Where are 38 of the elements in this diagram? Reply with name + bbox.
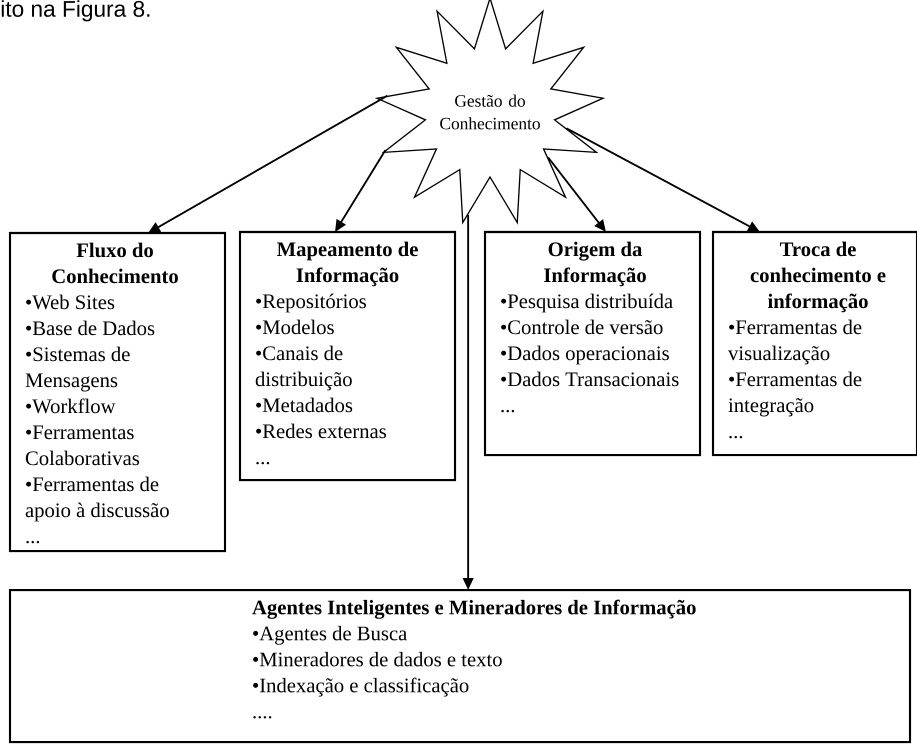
list-item: •Dados operacionais [501, 346, 669, 364]
box-heading: Agentes Inteligentes e Mineradores de Informação [252, 600, 696, 619]
list-item: •Ferramentas Colaborativas [26, 425, 140, 466]
list-item: •Workflow [26, 398, 116, 414]
list-item: •Sistemas de Mensagens [26, 346, 130, 392]
list-item: •Indexação e classificação [253, 678, 468, 697]
list-item: •Mineradores de dados e texto [253, 652, 502, 666]
list-item: •Repositórios [256, 294, 366, 312]
box-heading: Troca de conhecimento e informação [750, 242, 886, 312]
list-item: ... [26, 540, 40, 544]
list-item: •Dados Transacionais [501, 372, 679, 386]
category-box [712, 230, 917, 456]
category-box [8, 232, 226, 552]
box-heading: Fluxo do Conhecimento [52, 242, 178, 284]
box-heading: Origem da Informação [544, 242, 646, 286]
starburst [374, 0, 606, 225]
category-box [484, 230, 702, 456]
list-item: •Controle de versão [501, 320, 663, 334]
list-item: ... [256, 462, 270, 464]
body-text: ito na Figura 8. [2, 0, 150, 22]
category-box [238, 230, 456, 482]
list-item: •Agentes de Busca [253, 626, 407, 645]
star-text: Gestão do Conhecimento [440, 94, 540, 130]
list-item: •Pesquisa distribuída [501, 294, 673, 312]
list-item: •Redes externas [256, 424, 386, 438]
list-item: •Web Sites [26, 294, 114, 310]
list-item: •Modelos [256, 320, 334, 334]
list-item: •Base de Dados [26, 320, 154, 336]
list-item: ... [729, 436, 742, 438]
box-heading: Mapeamento de Informação [276, 242, 418, 286]
list-item: .... [253, 716, 272, 719]
category-box [8, 588, 912, 744]
list-item: •Ferramentas de apoio à discussão [26, 476, 169, 522]
list-item: •Canais de distribuição [256, 346, 352, 390]
list-item: ... [501, 410, 514, 412]
list-item: •Ferramentas de integração [728, 372, 862, 416]
list-item: •Ferramentas de visualização [728, 320, 862, 364]
list-item: •Metadados [256, 398, 352, 412]
